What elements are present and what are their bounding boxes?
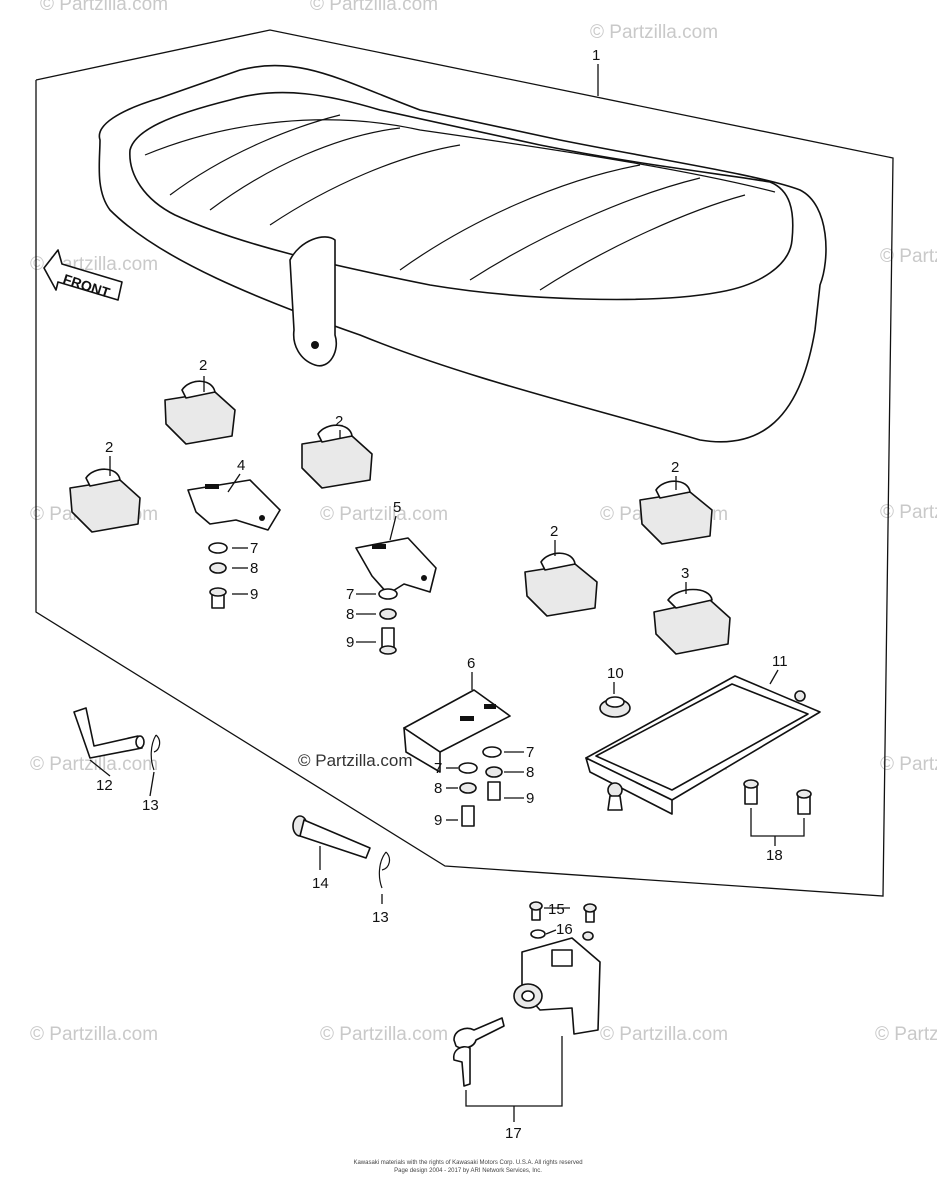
seat-assembly <box>98 64 827 443</box>
leader-lines <box>89 64 805 1122</box>
seat-damper-rubber-2b <box>301 424 373 489</box>
watermark-text: © Partzilla.com <box>880 754 937 775</box>
callout-label: 7 <box>346 586 354 603</box>
hinge-pin-12 <box>73 707 145 759</box>
callout-label: 7 <box>526 744 534 761</box>
center-watermark-text: © Partzilla.com <box>298 751 413 770</box>
seat-damper-rubber-2e <box>524 552 598 617</box>
callout-label: 7 <box>250 540 258 557</box>
callout-label: 6 <box>467 655 475 672</box>
watermark-text: © Partzilla.com <box>875 1024 937 1045</box>
callout-label: 17 <box>505 1125 522 1142</box>
key-pair-icon <box>452 1017 505 1087</box>
seat-damper-rubber-2a <box>164 380 236 445</box>
callout-label: 10 <box>607 665 624 682</box>
callout-label: 8 <box>434 780 442 797</box>
callout-label: 9 <box>250 586 258 603</box>
watermark-text: © Partzilla.com <box>40 0 168 15</box>
watermark-text: © Partzilla.com <box>30 1024 158 1045</box>
callout-label: 2 <box>335 413 343 430</box>
seat-damper-rubber-3 <box>653 588 731 655</box>
watermark-text: © Partzilla.com <box>310 0 438 15</box>
callout-label: 3 <box>681 565 689 582</box>
callout-label: 2 <box>550 523 558 540</box>
callout-label: 14 <box>312 875 329 892</box>
seat-lock-assembly <box>513 901 601 1035</box>
cotter-pin-13a-icon <box>150 734 161 771</box>
callout-label: 15 <box>548 901 565 918</box>
callout-label: 8 <box>526 764 534 781</box>
bracket-4 <box>187 479 281 531</box>
hardware-set-center <box>378 588 398 655</box>
bracket-5 <box>355 537 437 595</box>
seat-strap-bolt-icon <box>311 341 319 349</box>
bracket-plate-6 <box>403 689 511 773</box>
seat-damper-rubber-2d <box>639 480 713 545</box>
pin-14 <box>292 815 371 859</box>
watermark-text: © Partzilla.com <box>320 1024 448 1045</box>
watermark-text: © Partzilla.com <box>600 1024 728 1045</box>
callout-label: 4 <box>237 457 245 474</box>
callout-label: 8 <box>346 606 354 623</box>
callout-label: 11 <box>772 653 788 670</box>
assembly-outline <box>35 29 894 897</box>
grommet-10 <box>599 696 631 718</box>
copyright-line-2: Page design 2004 - 2017 by ARI Network S… <box>394 1168 542 1174</box>
tray-11 <box>585 675 821 815</box>
callout-label: 8 <box>250 560 258 577</box>
callout-label: 18 <box>766 847 783 864</box>
callout-label: 12 <box>96 777 113 794</box>
bolt-pair-18 <box>743 779 812 815</box>
callout-label: 2 <box>199 357 207 374</box>
copyright-line-1: Kawasaki materials with the rights of Ka… <box>353 1160 582 1166</box>
watermark-text: © Partzilla.com <box>590 22 718 43</box>
callout-label: 9 <box>526 790 534 807</box>
callout-label: 13 <box>142 797 159 814</box>
callout-label: 13 <box>372 909 389 926</box>
callout-label: 5 <box>393 499 401 516</box>
watermark-text: © Partzilla.com <box>880 502 937 523</box>
callout-label: 2 <box>671 459 679 476</box>
callout-label: 2 <box>105 439 113 456</box>
callout-label: 7 <box>434 760 442 777</box>
callout-labels: 1 2 2 2 2 2 3 4 5 6 7 7 7 7 8 8 8 8 9 9 … <box>96 47 788 1142</box>
cotter-pin-13b-icon <box>378 851 391 889</box>
callout-label: 16 <box>556 921 573 938</box>
watermark-text: © Partzilla.com <box>30 754 158 775</box>
callout-label: 1 <box>592 47 600 64</box>
watermark-text: © Partzilla.com <box>320 504 448 525</box>
watermark-text: © Partzilla.com <box>880 246 937 267</box>
hardware-set-lower <box>458 746 503 827</box>
callout-label: 9 <box>434 812 442 829</box>
callout-label: 9 <box>346 634 354 651</box>
hardware-set-left <box>208 542 228 609</box>
